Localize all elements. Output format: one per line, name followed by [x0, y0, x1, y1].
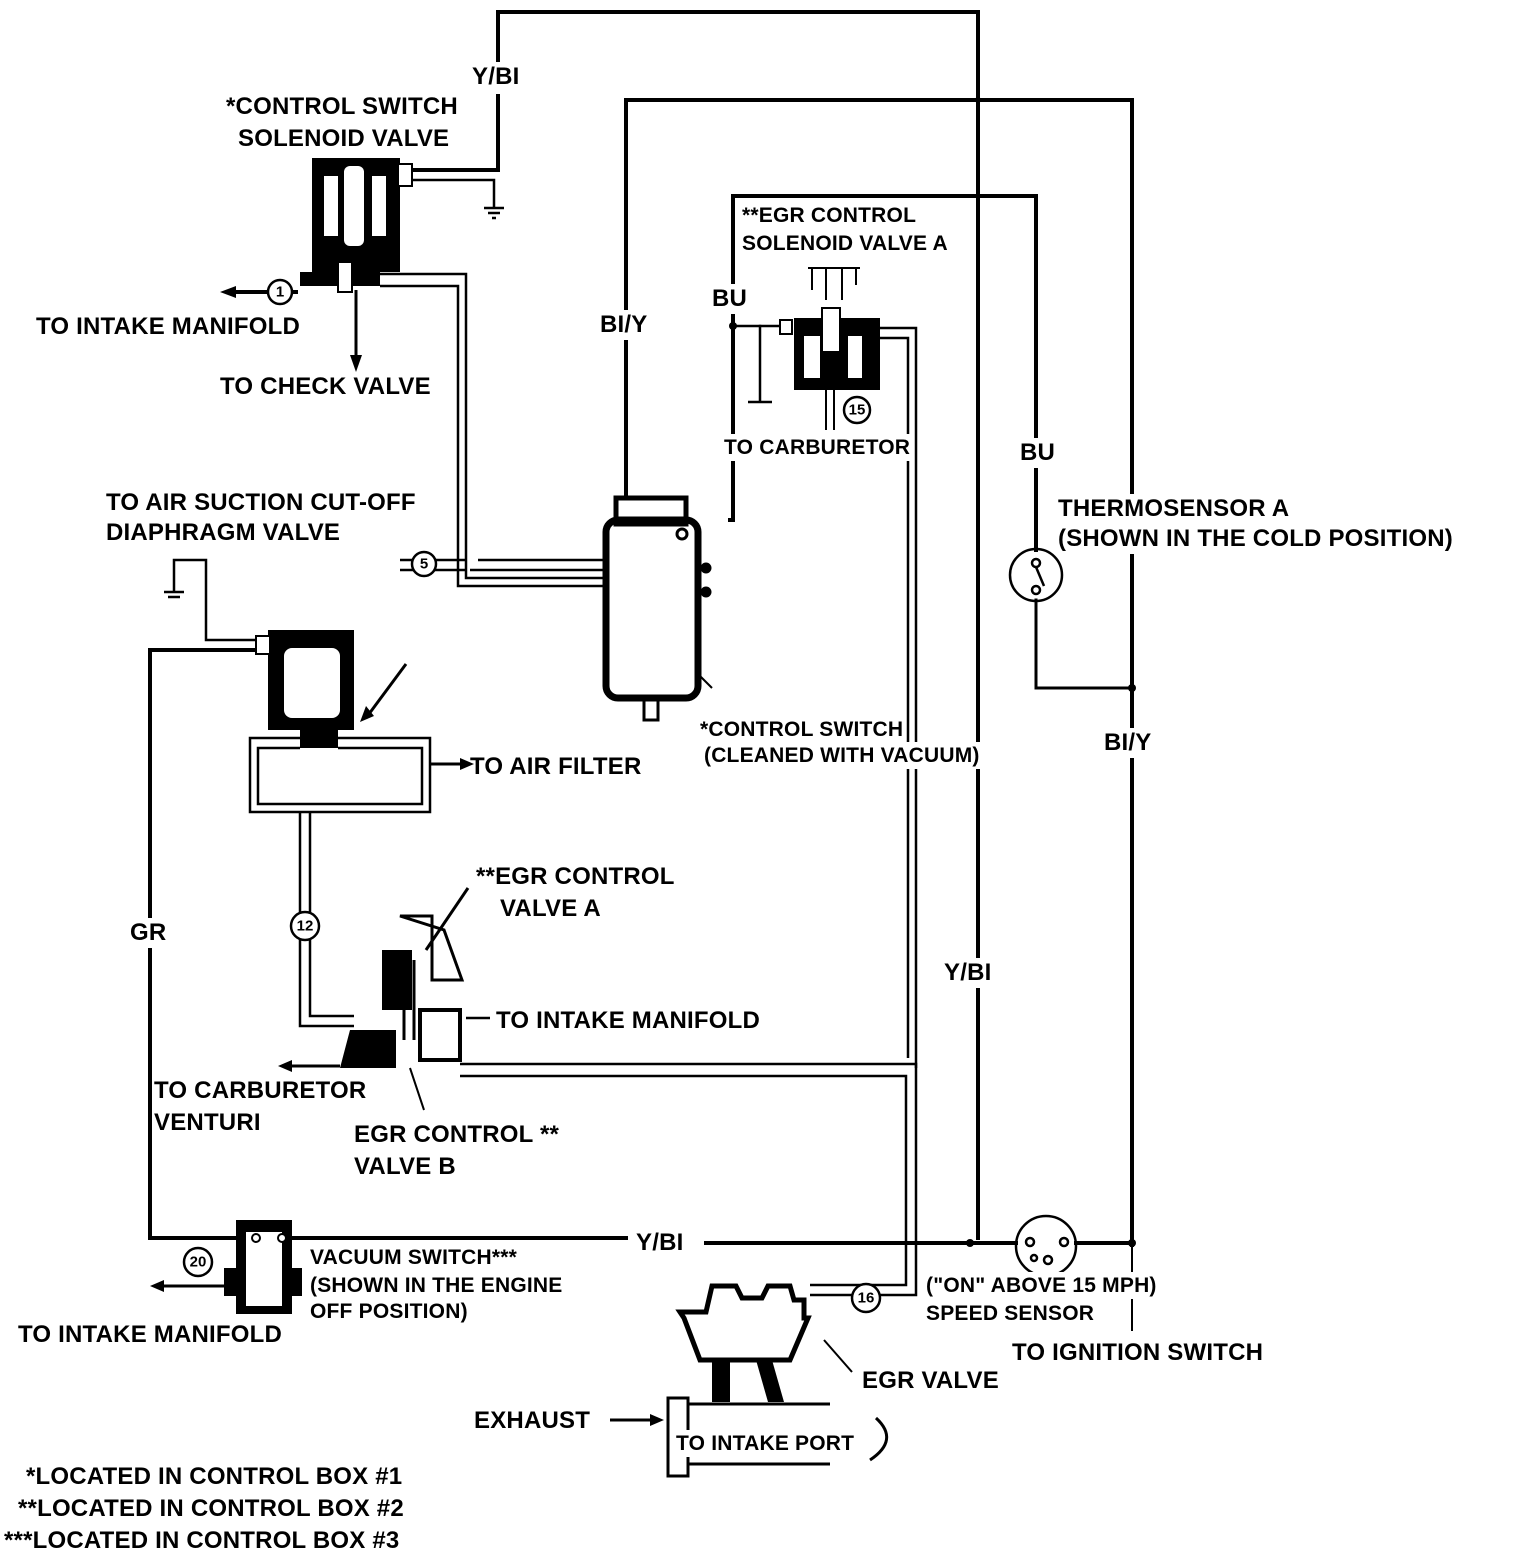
ground-wire-air-suction — [172, 558, 266, 642]
control-switch-solenoid-label-2: SOLENOID VALVE — [238, 125, 450, 152]
footnote-control-box-3: ***LOCATED IN CONTROL BOX #3 — [4, 1527, 400, 1554]
wire-y-bi-solenoid — [408, 94, 500, 172]
hose-number-12 — [289, 910, 321, 942]
speed-sensor-label-1: ("ON" ABOVE 15 MPH) — [926, 1272, 1157, 1299]
thermosensor-a-icon — [1008, 547, 1064, 603]
control-switch-label-2: (CLEANED WITH VACUUM) — [704, 742, 980, 769]
footnote-control-box-2: **LOCATED IN CONTROL BOX #2 — [18, 1495, 404, 1522]
to-carburetor-label: TO CARBURETOR — [724, 434, 911, 461]
wire-thermo-return — [1034, 598, 1134, 690]
wire-gr — [148, 648, 266, 920]
to-air-suction-label-2: DIAPHRAGM VALVE — [106, 519, 341, 546]
to-intake-manifold-mid-label: TO INTAKE MANIFOLD — [496, 1006, 761, 1036]
hose-number-1-label: 1 — [276, 284, 284, 301]
egr-solenoid-a-label-2: SOLENOID VALVE A — [742, 232, 948, 255]
junction-dot — [1128, 684, 1136, 692]
to-intake-manifold-top-label: TO INTAKE MANIFOLD — [36, 313, 301, 340]
wire-code-gr: GR — [130, 918, 167, 948]
egr-control-valve-a-icon — [382, 887, 490, 1062]
wire-bi-y-top — [624, 98, 1134, 1247]
hose-5 — [400, 558, 606, 572]
egr-valve-label: EGR VALVE — [862, 1367, 999, 1394]
footnote-control-box-1: *LOCATED IN CONTROL BOX #1 — [26, 1463, 403, 1490]
egr-control-valve-b-label-2: VALVE B — [354, 1153, 456, 1180]
speed-sensor-icon — [1014, 1214, 1078, 1278]
to-air-filter-label: TO AIR FILTER — [470, 753, 642, 780]
vacuum-switch-label-1: VACUUM SWITCH*** — [310, 1244, 517, 1271]
wire-code-bu-left: BU — [712, 284, 748, 314]
egr-valve-icon — [610, 1283, 888, 1478]
wire-gr-lower — [148, 946, 240, 1240]
vacuum-switch-label-3: OFF POSITION) — [310, 1300, 468, 1323]
to-intake-manifold-bottom-label: TO INTAKE MANIFOLD — [18, 1321, 283, 1348]
ground-wire-solenoid — [408, 178, 496, 208]
to-carburetor-venturi-label-2: VENTURI — [154, 1109, 261, 1136]
egr-solenoid-a-label-1: **EGR CONTROL — [742, 204, 917, 227]
to-check-valve-label: TO CHECK VALVE — [220, 372, 431, 402]
speed-sensor-label-2: SPEED SENSOR — [926, 1300, 1095, 1327]
wire-code-bi-y-left: BI/Y — [600, 310, 648, 340]
hose-number-20-label: 20 — [190, 1254, 207, 1271]
hose-number-16 — [850, 1282, 882, 1314]
control-switch-solenoid-label-1: *CONTROL SWITCH — [226, 93, 458, 120]
wire-bu-top — [728, 194, 1038, 552]
ground-icon — [484, 206, 504, 220]
hose-number-15 — [842, 395, 872, 425]
control-switch-label-1: *CONTROL SWITCH — [700, 716, 904, 743]
egr-control-valve-b-icon — [278, 1030, 425, 1111]
wire-code-y-bi-bottom: Y/BI — [636, 1228, 684, 1258]
egr-control-solenoid-valve-a-icon — [735, 267, 880, 430]
hose-number-12-label: 12 — [297, 918, 314, 935]
hose-12 — [298, 812, 354, 1028]
hose-solenoid-to-control-switch — [380, 272, 606, 588]
junction-dot — [1128, 1239, 1136, 1247]
junction-dot — [966, 1239, 974, 1247]
hose-egr-solenoid-to-carb — [880, 326, 918, 1068]
hose-number-20 — [182, 1246, 214, 1278]
egr-control-valve-a-label-1: **EGR CONTROL — [476, 863, 675, 890]
hose-number-5 — [410, 550, 438, 578]
hose-air-filter-loop — [248, 736, 432, 814]
exhaust-label: EXHAUST — [474, 1407, 591, 1434]
to-intake-port-label: TO INTAKE PORT — [676, 1430, 855, 1457]
junction-dot — [975, 97, 981, 103]
hose-egr-b-to-16 — [460, 1062, 918, 1297]
egr-control-valve-a-label-2: VALVE A — [500, 895, 601, 922]
air-suction-cutoff-valve-icon — [255, 630, 474, 770]
hose-number-16-label: 16 — [858, 1290, 875, 1307]
hose-number-15-label: 15 — [849, 402, 866, 419]
vacuum-switch-icon — [150, 1220, 302, 1314]
junction-dot — [729, 322, 737, 330]
egr-control-valve-b-label-1: EGR CONTROL ** — [354, 1121, 560, 1148]
ground-icon — [164, 590, 184, 599]
thermosensor-label-2: (SHOWN IN THE COLD POSITION) — [1058, 524, 1453, 554]
wire-code-bu-right: BU — [1020, 438, 1056, 468]
wire-code-bi-y-right: BI/Y — [1104, 728, 1152, 758]
vacuum-switch-label-2: (SHOWN IN THE ENGINE — [310, 1274, 563, 1297]
wire-y-bi-top — [496, 10, 980, 1240]
thermosensor-label-1: THERMOSENSOR A — [1058, 494, 1290, 524]
control-switch-canister-icon — [602, 495, 713, 722]
hose-number-5-label: 5 — [420, 556, 428, 573]
hose-number-1 — [266, 278, 294, 306]
to-air-suction-label-1: TO AIR SUCTION CUT-OFF — [106, 489, 416, 516]
wire-code-y-bi-top: Y/BI — [472, 62, 520, 92]
control-switch-solenoid-valve-icon — [220, 158, 413, 372]
to-ignition-switch-label: TO IGNITION SWITCH — [1012, 1339, 1264, 1366]
wire-code-y-bi-right: Y/BI — [944, 958, 992, 988]
to-carburetor-venturi-label-1: TO CARBURETOR — [154, 1077, 367, 1104]
